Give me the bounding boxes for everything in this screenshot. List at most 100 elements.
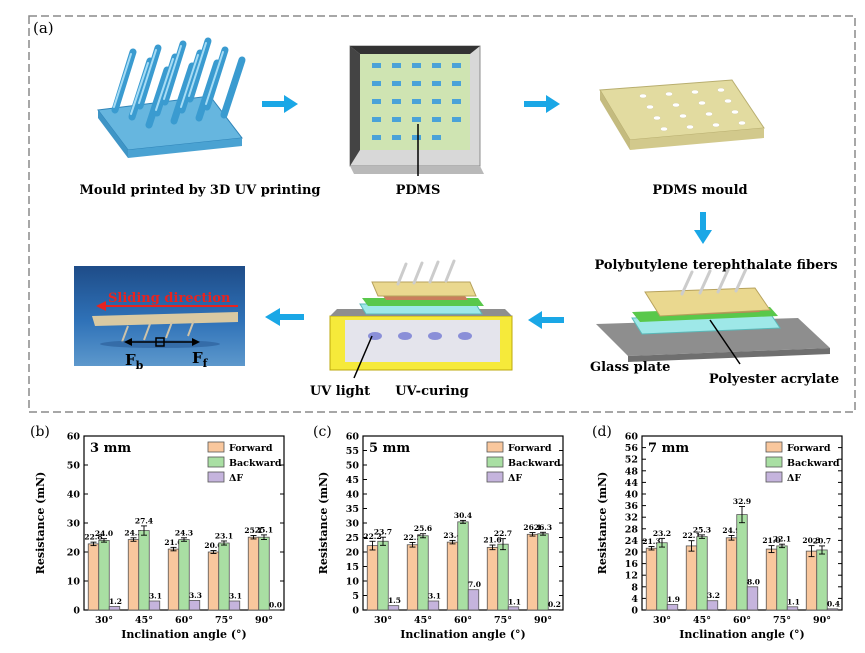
chart-title: 5 mm bbox=[369, 441, 410, 456]
legend-swatch bbox=[766, 442, 782, 452]
x-tick-label: 60° bbox=[733, 615, 751, 626]
bar bbox=[189, 600, 200, 610]
bar bbox=[259, 537, 270, 610]
x-axis-label: Inclination angle (°) bbox=[121, 628, 246, 641]
uv-curing-illustration bbox=[330, 261, 512, 378]
y-tick-label: 40 bbox=[67, 490, 81, 501]
legend-swatch bbox=[208, 472, 224, 482]
bar bbox=[657, 543, 668, 610]
bar bbox=[168, 549, 179, 610]
data-label: 23.1 bbox=[215, 531, 233, 540]
data-label: 23.7 bbox=[374, 528, 392, 537]
arrow-down-icon bbox=[694, 212, 712, 244]
bar bbox=[378, 541, 389, 610]
x-tick-label: 60° bbox=[175, 615, 193, 626]
x-tick-label: 90° bbox=[813, 615, 831, 626]
legend-swatch bbox=[208, 442, 224, 452]
chart-3: (d)04812162024283236404448525660Resistan… bbox=[592, 424, 842, 641]
y-tick-label: 30 bbox=[346, 519, 360, 530]
y-axis-label: Resistance (mN) bbox=[596, 472, 609, 575]
bar bbox=[538, 534, 549, 610]
y-tick-label: 20 bbox=[625, 548, 639, 559]
y-tick-label: 8 bbox=[631, 582, 638, 593]
y-tick-label: 24 bbox=[625, 536, 639, 547]
assembly-illustration bbox=[596, 269, 830, 364]
caption-uv-curing: UV-curing bbox=[395, 384, 469, 399]
y-tick-label: 56 bbox=[625, 443, 639, 454]
data-label: 30.4 bbox=[454, 511, 472, 520]
y-tick-label: 20 bbox=[67, 548, 81, 559]
data-label: 3.3 bbox=[189, 591, 202, 600]
legend-label: ΔF bbox=[787, 473, 801, 484]
data-label: 27.4 bbox=[135, 516, 153, 525]
data-label: 24.0 bbox=[95, 529, 113, 538]
data-label: 22.7 bbox=[494, 529, 512, 538]
data-label: 1.2 bbox=[109, 597, 122, 606]
y-tick-label: 35 bbox=[346, 504, 359, 515]
data-label: 1.1 bbox=[787, 597, 800, 606]
y-tick-label: 40 bbox=[346, 490, 360, 501]
x-tick-label: 45° bbox=[135, 615, 153, 626]
y-tick-label: 60 bbox=[625, 432, 639, 443]
bar bbox=[88, 544, 99, 610]
bar bbox=[99, 540, 110, 610]
y-tick-label: 20 bbox=[346, 548, 360, 559]
x-tick-label: 45° bbox=[693, 615, 711, 626]
data-label: 1.1 bbox=[508, 597, 521, 606]
y-tick-label: 60 bbox=[346, 432, 360, 443]
legend-swatch bbox=[766, 472, 782, 482]
y-tick-label: 25 bbox=[346, 533, 359, 544]
y-tick-label: 50 bbox=[67, 461, 81, 472]
bar bbox=[219, 543, 230, 610]
bar bbox=[407, 545, 418, 610]
bar bbox=[777, 546, 788, 610]
y-tick-label: 60 bbox=[67, 432, 81, 443]
caption-uv-light: UV light bbox=[310, 384, 370, 399]
caption-polyester: Polyester acrylate bbox=[709, 372, 839, 387]
caption-pdms: PDMS bbox=[396, 183, 441, 198]
y-tick-label: 12 bbox=[625, 571, 638, 582]
legend-label: ΔF bbox=[229, 473, 243, 484]
data-label: 22.1 bbox=[773, 535, 791, 544]
pdms-mould-illustration bbox=[600, 80, 764, 150]
bar bbox=[109, 607, 120, 610]
bar bbox=[208, 552, 219, 610]
data-label: 20.7 bbox=[813, 536, 831, 545]
panel-label: (c) bbox=[313, 424, 332, 440]
bar bbox=[229, 601, 240, 610]
bar bbox=[487, 547, 498, 610]
y-tick-label: 52 bbox=[625, 455, 638, 466]
y-tick-label: 0 bbox=[352, 606, 359, 617]
bar bbox=[527, 534, 538, 610]
bar bbox=[548, 609, 559, 610]
bar bbox=[766, 549, 777, 610]
data-label: 25.6 bbox=[414, 524, 432, 533]
legend-swatch bbox=[766, 457, 782, 467]
caption-glass: Glass plate bbox=[590, 360, 670, 375]
data-label: 26.3 bbox=[534, 523, 552, 532]
x-tick-label: 45° bbox=[414, 615, 432, 626]
x-tick-label: 30° bbox=[374, 615, 392, 626]
y-tick-label: 10 bbox=[346, 577, 360, 588]
chart-title: 7 mm bbox=[648, 441, 689, 456]
data-label: 7.0 bbox=[468, 580, 481, 589]
x-tick-label: 60° bbox=[454, 615, 472, 626]
sliding-photo bbox=[74, 266, 245, 366]
panel-label: (b) bbox=[30, 424, 50, 440]
y-tick-label: 4 bbox=[631, 594, 638, 605]
y-tick-label: 0 bbox=[631, 606, 638, 617]
bar bbox=[697, 537, 708, 610]
bar bbox=[418, 536, 429, 610]
data-label: 3.1 bbox=[428, 592, 441, 601]
legend-swatch bbox=[208, 457, 224, 467]
arrow-left-icon bbox=[528, 311, 564, 329]
x-tick-label: 30° bbox=[95, 615, 113, 626]
y-tick-label: 44 bbox=[625, 478, 639, 489]
legend-label: Backward bbox=[229, 458, 282, 469]
data-label: 23.2 bbox=[653, 529, 671, 538]
panel-label: (d) bbox=[592, 424, 612, 440]
y-tick-label: 10 bbox=[67, 577, 81, 588]
legend-label: Backward bbox=[508, 458, 561, 469]
